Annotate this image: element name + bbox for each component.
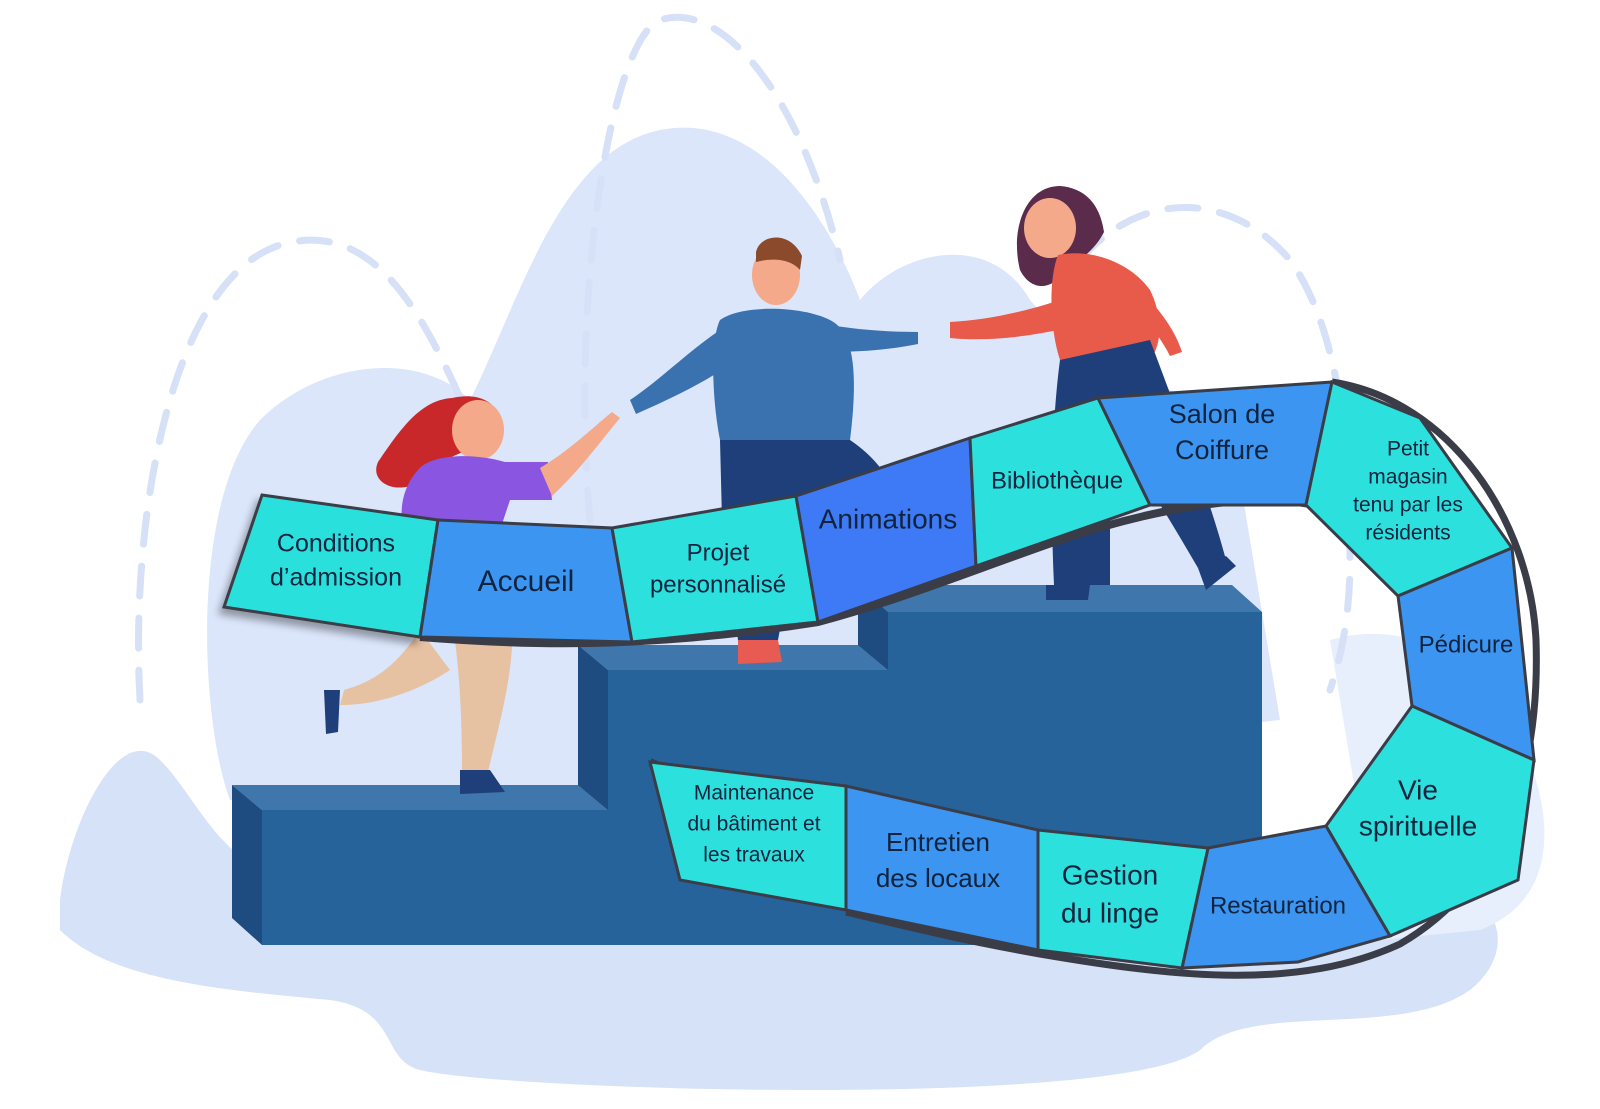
tile-vie-shape [1324, 704, 1536, 938]
tile-magasin-label: tenu par les [1353, 494, 1463, 517]
tile-restauration-label: Restauration [1210, 892, 1346, 919]
tile-maintenance-label: du bâtiment et [687, 813, 820, 836]
person-right-sweater [1051, 253, 1160, 360]
person-middle-arm-right [828, 325, 918, 352]
tile-maintenance-shape [648, 760, 848, 912]
tile-locaux-label: des locaux [876, 863, 1000, 893]
tile-projet-label: personnalisé [650, 571, 786, 598]
tile-vie-label: Vie [1398, 774, 1438, 805]
tile-salon-label: Salon de [1169, 399, 1276, 429]
path-edge-outer [845, 378, 1540, 979]
tile-maintenance: Maintenance du bâtiment et les travaux [648, 760, 848, 912]
tile-vie: Vie spirituelle [1324, 704, 1536, 938]
person-left-face [452, 400, 504, 460]
person-middle-arm-left [630, 330, 736, 414]
tile-magasin-label: résidents [1365, 522, 1450, 545]
tile-animations: Animations [794, 435, 978, 625]
person-right-shoe-left [1046, 585, 1090, 600]
person-middle-sweater [713, 308, 854, 440]
tile-pedicure: Pédicure [1396, 545, 1536, 763]
tile-accueil: Accueil [418, 518, 634, 644]
tile-conditions: Conditions d’admission [222, 493, 440, 639]
person-left-leg-front [452, 620, 513, 772]
tile-linge-label: du linge [1061, 897, 1159, 928]
tile-salon-label: Coiffure [1175, 435, 1269, 465]
tile-conditions-label: d’admission [270, 564, 402, 592]
dashed-curve-middle [581, 13, 844, 524]
tile-conditions-label: Conditions [277, 530, 395, 558]
tile-vie-label: spirituelle [1359, 810, 1477, 841]
person-left-arm [540, 412, 620, 496]
tile-locaux-label: Entretien [886, 827, 990, 857]
tile-animations-label: Animations [819, 503, 958, 534]
person-right-face [1024, 198, 1076, 258]
dashed-curve-left [135, 236, 474, 704]
person-middle-hair [756, 237, 802, 270]
dashed-curves [135, 13, 1354, 704]
step-2-side [578, 645, 608, 810]
tile-accueil-label: Accueil [478, 565, 575, 598]
person-right-shoe-right [1198, 556, 1236, 590]
tile-locaux: Entretien des locaux [844, 784, 1040, 952]
tile-maintenance-label: Maintenance [694, 782, 814, 805]
step-1-top [232, 785, 610, 810]
dashed-curve-right [1076, 204, 1354, 694]
person-left-shoe-front [460, 770, 505, 794]
person-right-arm-left [950, 300, 1068, 340]
person-right-arm-right [1128, 290, 1182, 356]
tile-pedicure-label: Pédicure [1419, 631, 1514, 658]
tile-magasin: Petit magasin tenu par les résidents [1304, 379, 1515, 598]
person-left-shoe-back [324, 690, 340, 734]
tile-bibliotheque: Bibliothèque [968, 396, 1153, 569]
tile-restauration: Restauration [1180, 824, 1393, 970]
step-2-top [578, 645, 890, 670]
tile-bibliotheque-label: Bibliothèque [991, 467, 1123, 494]
step-1-side [232, 785, 262, 945]
path-tiles: Conditions d’admission Accueil Projet person… [222, 378, 1540, 979]
tile-linge-label: Gestion [1062, 859, 1159, 890]
tile-linge: Gestion du linge [1036, 828, 1210, 970]
tile-maintenance-label: les travaux [703, 844, 805, 867]
tile-magasin-label: Petit [1387, 438, 1429, 461]
person-middle-shoe [738, 640, 782, 664]
tile-projet: Projet personnalisé [610, 494, 820, 644]
tile-projet-label: Projet [687, 539, 750, 566]
tile-magasin-label: magasin [1368, 466, 1447, 489]
person-left-leg-back [340, 630, 450, 705]
